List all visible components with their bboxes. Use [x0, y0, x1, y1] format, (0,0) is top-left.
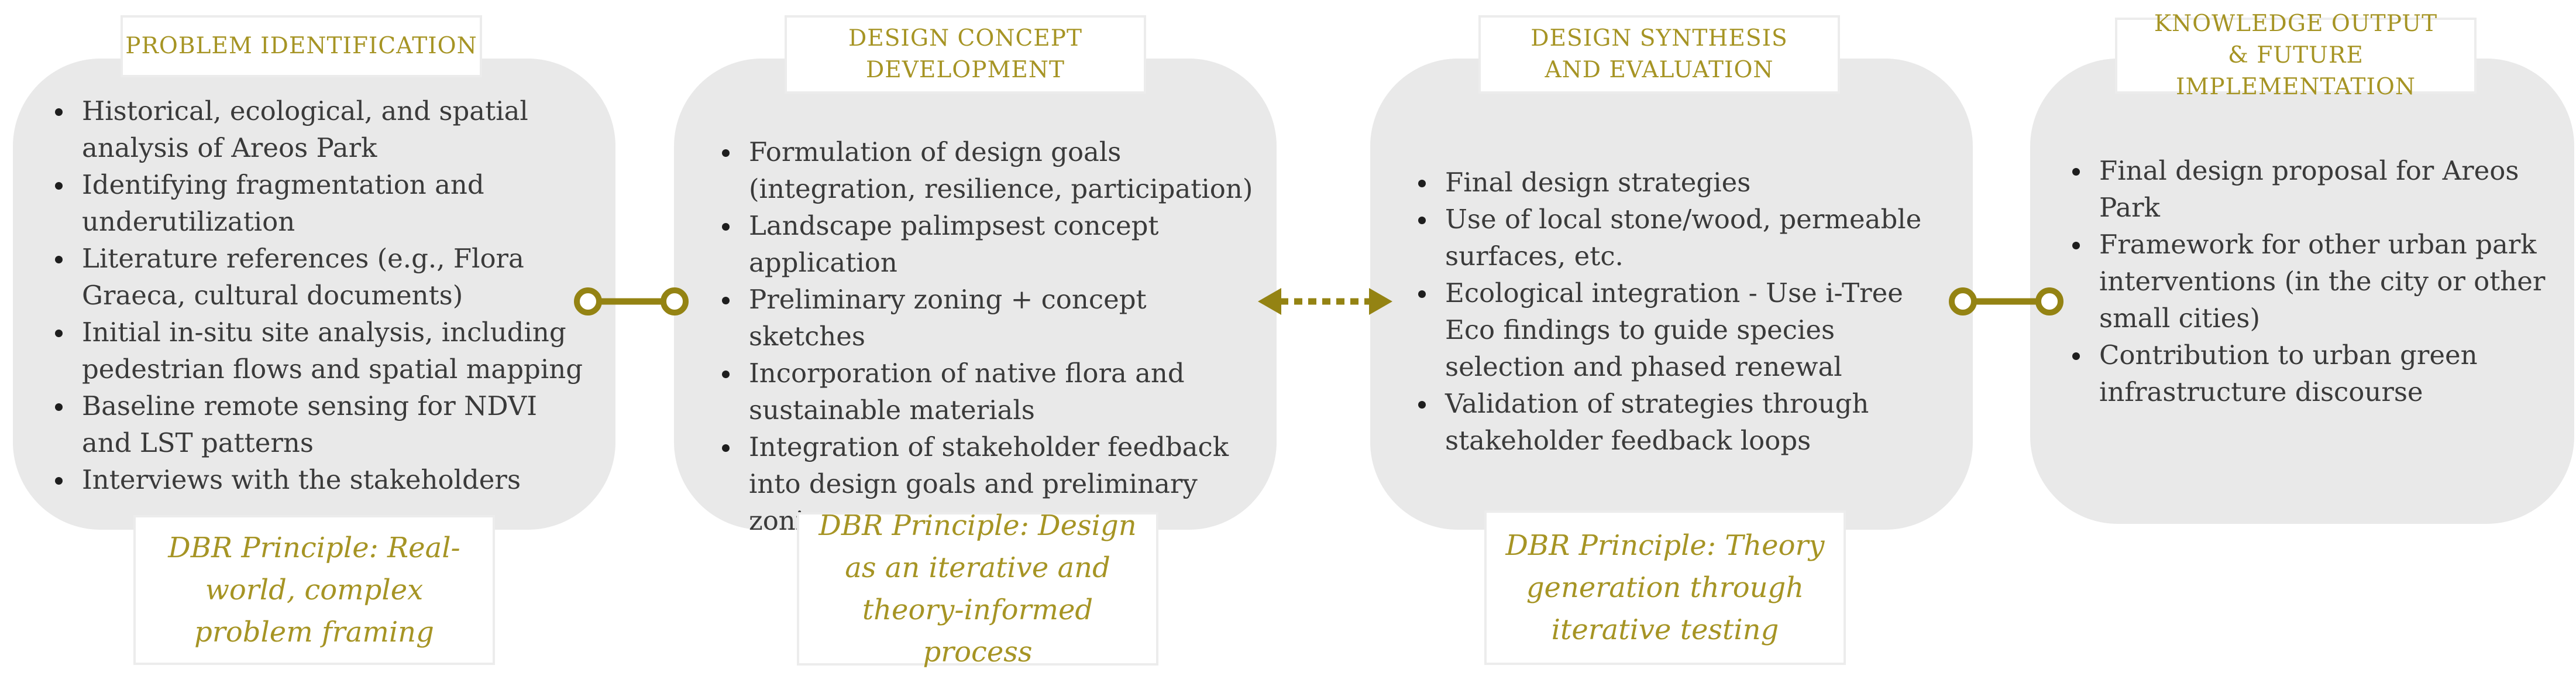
stage-1-principle: DBR Principle: Real-world, complex probl…: [133, 515, 495, 665]
stage-2-item: Formulation of design goals (integration…: [714, 133, 1258, 207]
stage-1-item: Historical, ecological, and spatial anal…: [47, 92, 591, 166]
stage-2-item: Landscape palimpsest concept application: [714, 207, 1258, 281]
stage-1-header: PROBLEM IDENTIFICATION: [121, 15, 482, 77]
stage-3-panel: Final design strategies Use of local sto…: [1370, 59, 1973, 530]
stage-2-list: Formulation of design goals (integration…: [714, 133, 1258, 539]
stage-1-item: Baseline remote sensing for NDVI and LST…: [47, 387, 591, 461]
connector-2-3: [1258, 288, 1392, 315]
stage-1-list: Historical, ecological, and spatial anal…: [47, 92, 591, 498]
arrow-right-icon: [1369, 288, 1392, 315]
stage-2-panel: Formulation of design goals (integration…: [674, 59, 1277, 536]
stage-3-header: DESIGN SYNTHESIS AND EVALUATION: [1478, 15, 1840, 94]
stage-2-item: Preliminary zoning + concept sketches: [714, 281, 1258, 355]
stage-2-header: DESIGN CONCEPT DEVELOPMENT: [785, 15, 1146, 94]
stage-1-panel: Historical, ecological, and spatial anal…: [13, 59, 615, 530]
stage-1-item: Identifying fragmentation and underutili…: [47, 166, 591, 240]
stage-3-item: Ecological integration - Use i-Tree Eco …: [1410, 275, 1948, 385]
connector-endpoint: [2035, 287, 2063, 316]
connector-3-4: [1949, 287, 2063, 316]
stage-4-list: Final design proposal for Areos Park Fra…: [2064, 152, 2556, 410]
stage-3-item: Final design strategies: [1410, 164, 1948, 201]
stage-1-item: Initial in-situ site analysis, including…: [47, 314, 591, 387]
arrow-left-icon: [1258, 288, 1281, 315]
stage-4-header: KNOWLEDGE OUTPUT & FUTURE IMPLEMENTATION: [2115, 11, 2477, 100]
stage-3-item: Validation of strategies through stakeho…: [1410, 385, 1948, 459]
stage-4-item: Final design proposal for Areos Park: [2064, 152, 2556, 226]
connector-endpoint: [1949, 287, 1977, 316]
connector-endpoint: [574, 287, 602, 316]
stage-4-item: Framework for other urban park intervent…: [2064, 226, 2556, 337]
stage-3-principle: DBR Principle: Theory generation through…: [1484, 510, 1846, 665]
connector-1-2: [574, 287, 689, 316]
stage-3-item: Use of local stone/wood, permeable surfa…: [1410, 201, 1948, 275]
stage-2-item: Incorporation of native flora and sustai…: [714, 355, 1258, 428]
stage-4-item: Contribution to urban green infrastructu…: [2064, 337, 2556, 410]
stage-2-principle: DBR Principle: Design as an iterative an…: [797, 509, 1158, 668]
stage-1-item: Interviews with the stakeholders: [47, 461, 591, 498]
stage-3-list: Final design strategies Use of local sto…: [1410, 164, 1948, 459]
stage-1-item: Literature references (e.g., Flora Graec…: [47, 240, 591, 314]
stage-4-panel: Final design proposal for Areos Park Fra…: [2030, 59, 2574, 524]
connector-endpoint: [661, 287, 689, 316]
